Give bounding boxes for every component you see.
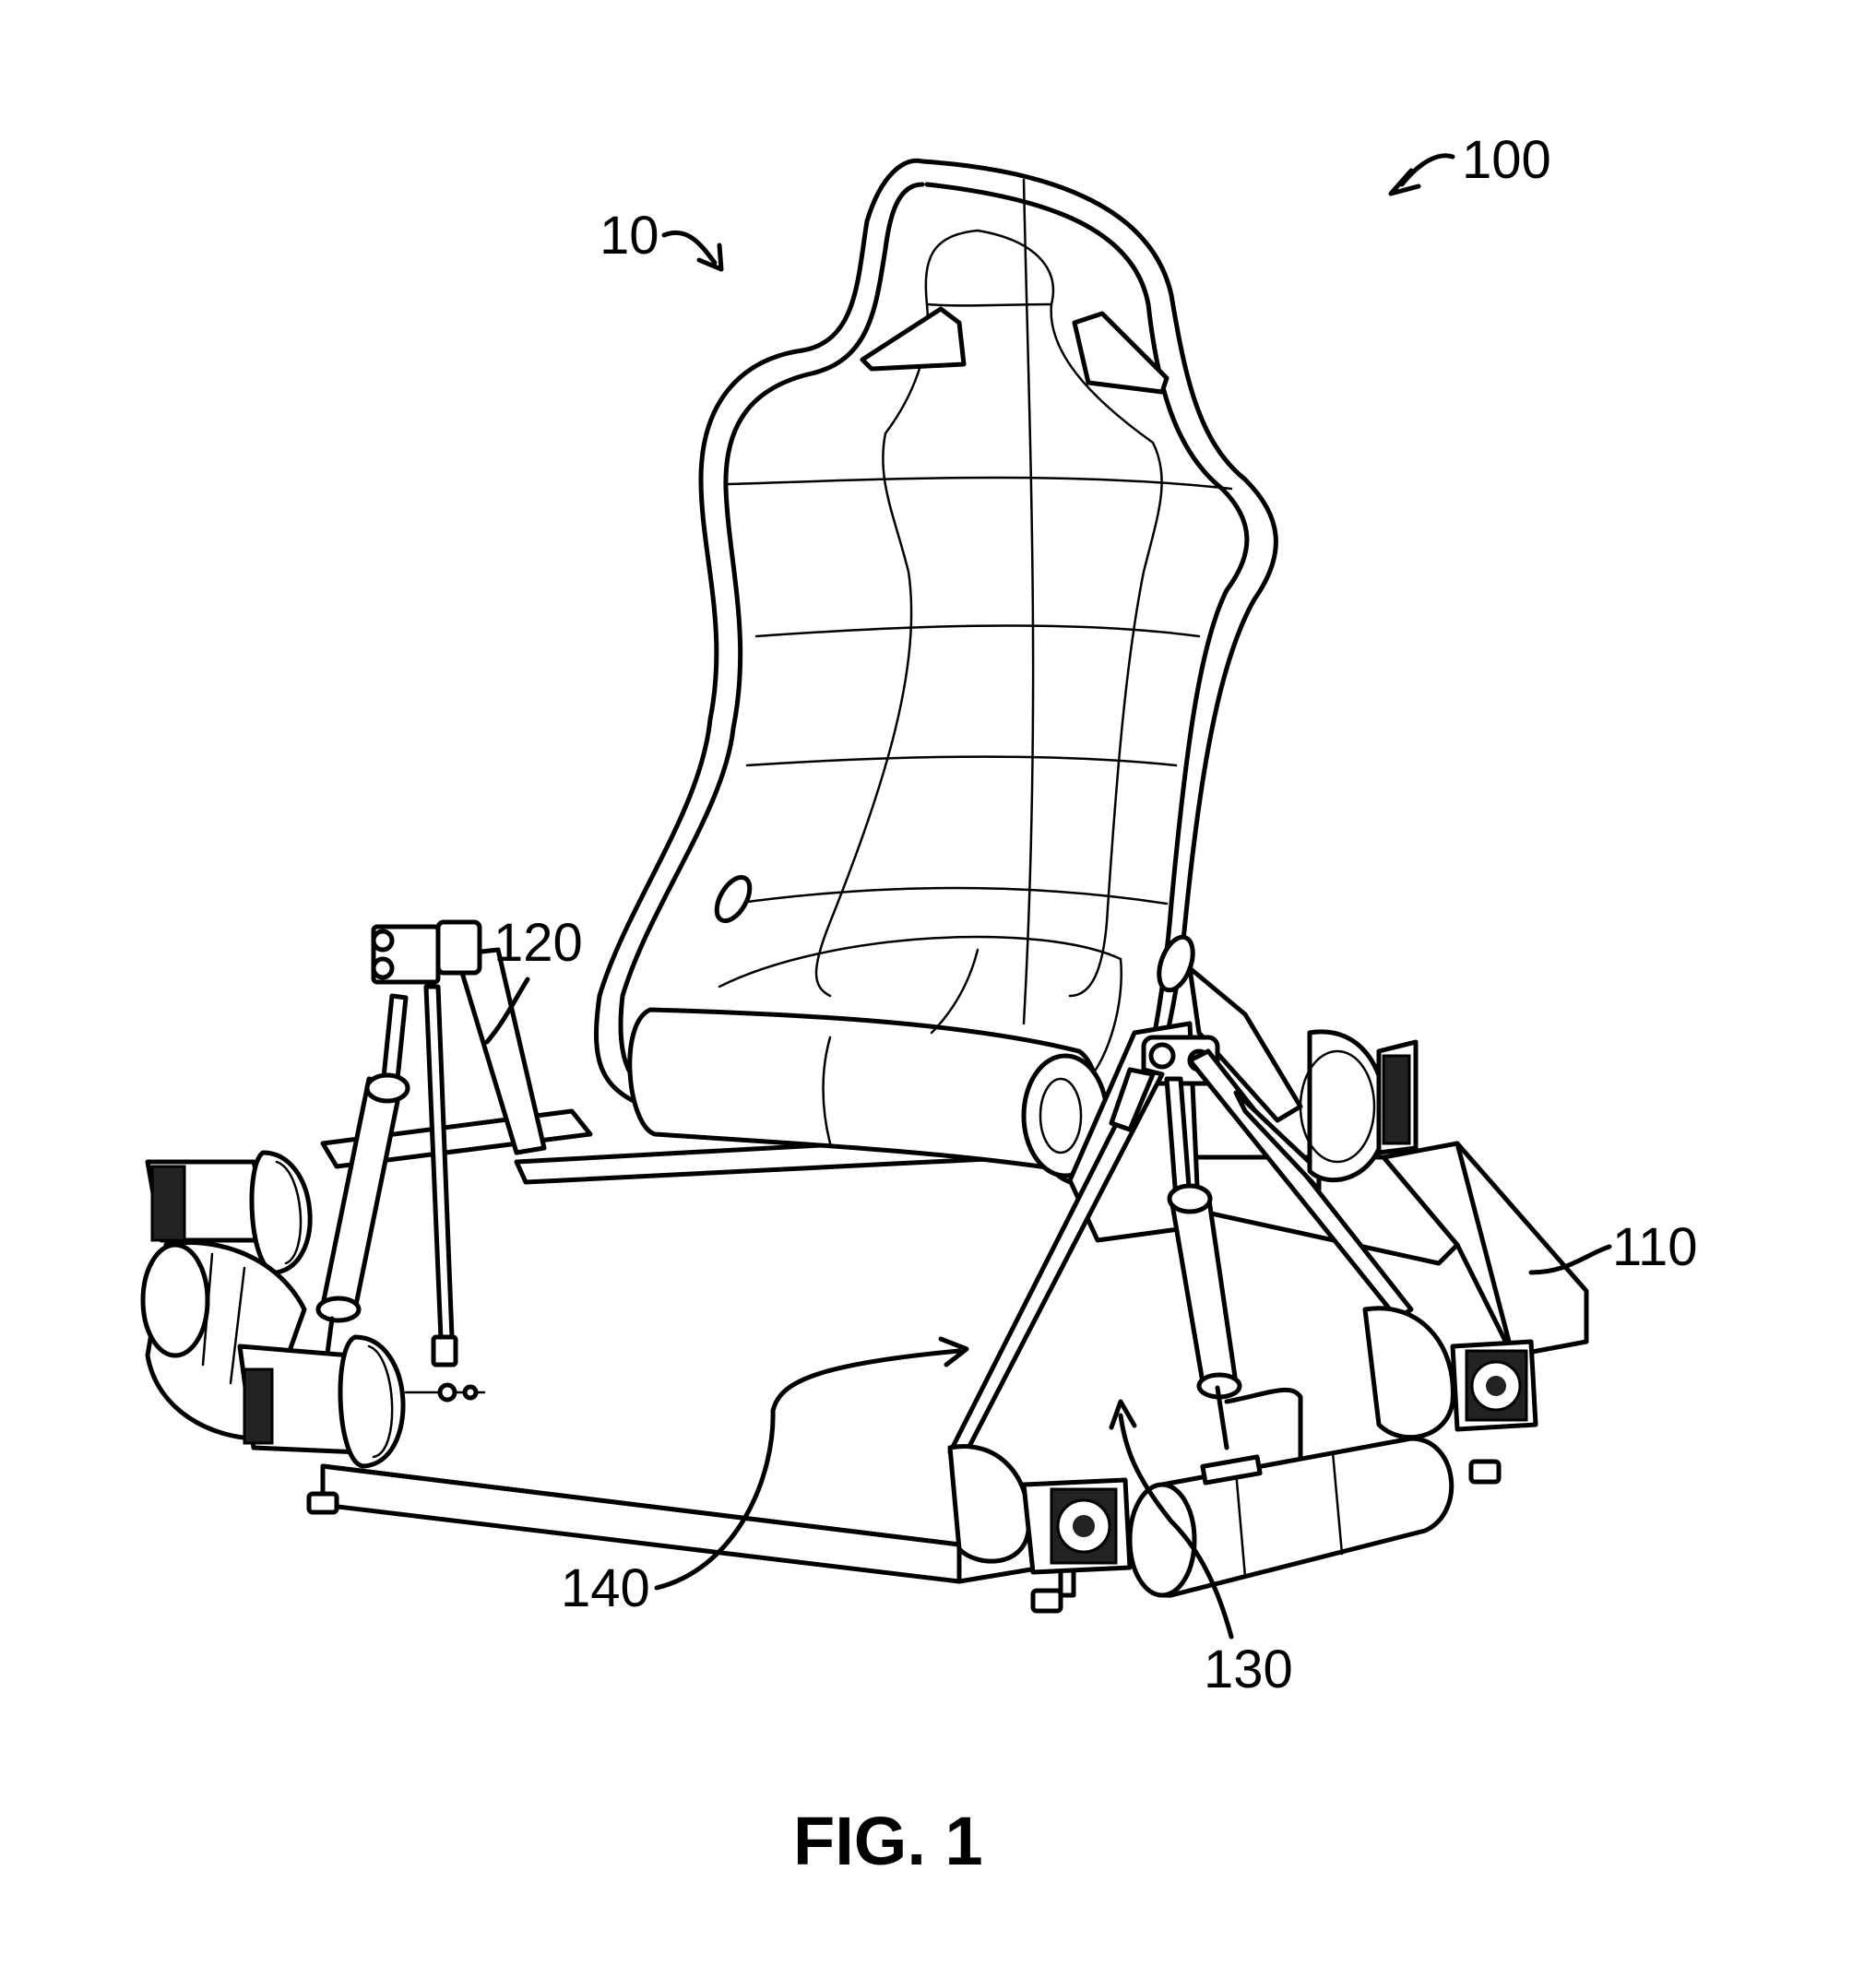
front-left-actuator [140,919,547,1469]
label-10: 10 [600,206,659,266]
right-actuator [947,1029,1538,1598]
leader-10-head [696,243,724,272]
label-140: 140 [561,1558,650,1618]
leader-10-arrow [661,230,718,266]
figure-caption: FIG. 1 [793,1803,983,1879]
label-110: 110 [1612,1217,1697,1277]
leader-140-head [938,1336,969,1367]
leader-130-head [1109,1399,1137,1430]
leader-140-arrow [654,1348,962,1591]
reference-labels: 100 10 120 110 140 130 [484,130,1697,1699]
leader-100-head [1388,168,1421,196]
leader-130-arrow [1118,1413,1234,1640]
label-100: 100 [1462,130,1551,190]
leader-110 [1528,1244,1612,1275]
label-120: 120 [493,913,583,973]
label-130: 130 [1204,1640,1293,1699]
leader-120 [484,977,530,1045]
